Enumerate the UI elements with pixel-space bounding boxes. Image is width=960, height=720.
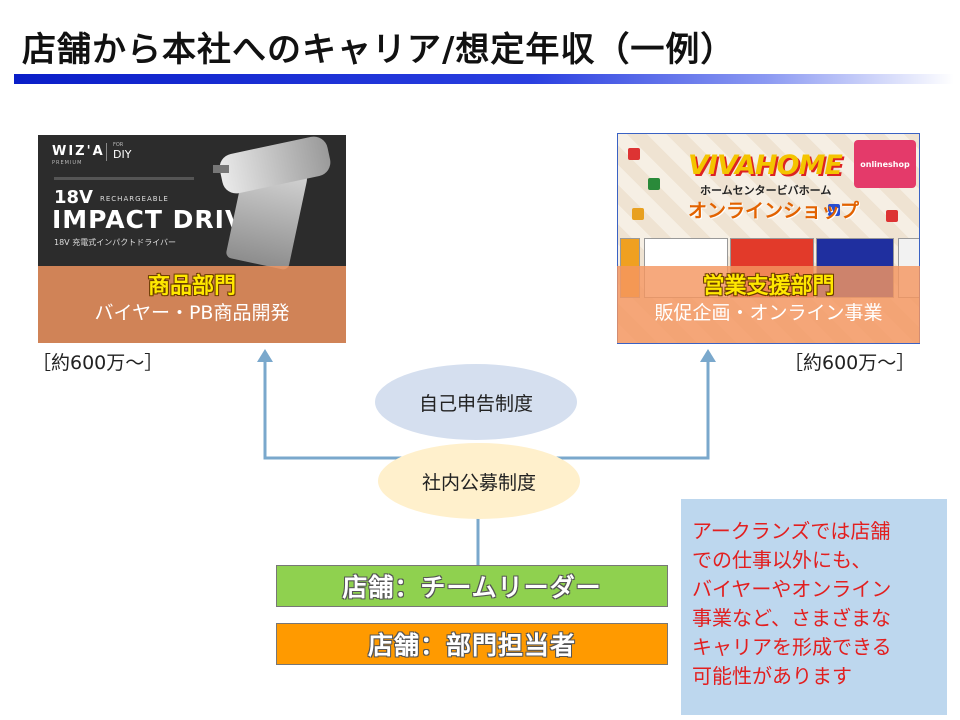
for-label: FOR [113,142,124,148]
product-subtitle: 18V 充電式インパクトドライバー [54,238,177,247]
drill-bit-shape [213,165,229,173]
tool-icon [648,178,660,190]
for-diy-label: FOR DIY [106,142,132,161]
sales-support-department-label: 営業支援部門 販促企画・オンライン事業 [617,266,920,343]
note-line: キャリアを形成できる [692,635,892,659]
arrowhead-right-icon [700,349,716,362]
brand-logo: WIZ'A [52,144,105,159]
diy-label: DIY [113,147,132,161]
title-underline [14,74,954,84]
note-line: 事業など、さまざまな [692,606,891,630]
career-note-box: アークランズでは店舗 での仕事以外にも、 バイヤーやオンライン 事業など、さまざ… [681,499,947,715]
arrowhead-left-icon [257,349,273,362]
team-leader-step: 店舗：チームリーダー [276,565,668,607]
department-role: 販促企画・オンライン事業 [654,302,883,325]
department-name: 営業支援部門 [702,274,835,299]
department-role: バイヤー・PB商品開発 [94,302,290,325]
vivahome-logo: VIVAHOME [688,150,843,181]
note-line: 可能性があります [692,664,852,688]
self-declaration-system: 自己申告制度 [375,364,577,440]
salary-right: ［約600万～］ [784,352,916,374]
brand-tagline: PREMIUM [52,160,83,166]
merchandise-department-label: 商品部門 バイヤー・PB商品開発 [38,266,346,343]
online-shop-label: オンラインショップ [688,200,860,222]
note-line: バイヤーやオンライン [692,577,892,601]
voltage-label: 18V [54,187,93,208]
slide-title: 店舗から本社へのキャリア/想定年収（一例） [22,30,736,70]
salary-left: ［約600万～］ [32,352,164,374]
department-name: 商品部門 [147,274,236,299]
online-shop-badge: onlineshop [854,140,916,188]
rechargeable-label: RECHARGEABLE [100,195,169,203]
tool-icon [628,148,640,160]
image-fine-print [54,177,194,180]
note-line: での仕事以外にも、 [692,548,872,572]
internal-recruitment-system: 社内公募制度 [378,443,580,519]
tool-icon [828,204,840,216]
tool-icon [632,208,644,220]
note-line: アークランズでは店舗 [692,519,891,543]
vivahome-subtitle: ホームセンタービバホーム [700,184,832,197]
tool-icon [886,210,898,222]
section-staff-step: 店舗：部門担当者 [276,623,668,665]
